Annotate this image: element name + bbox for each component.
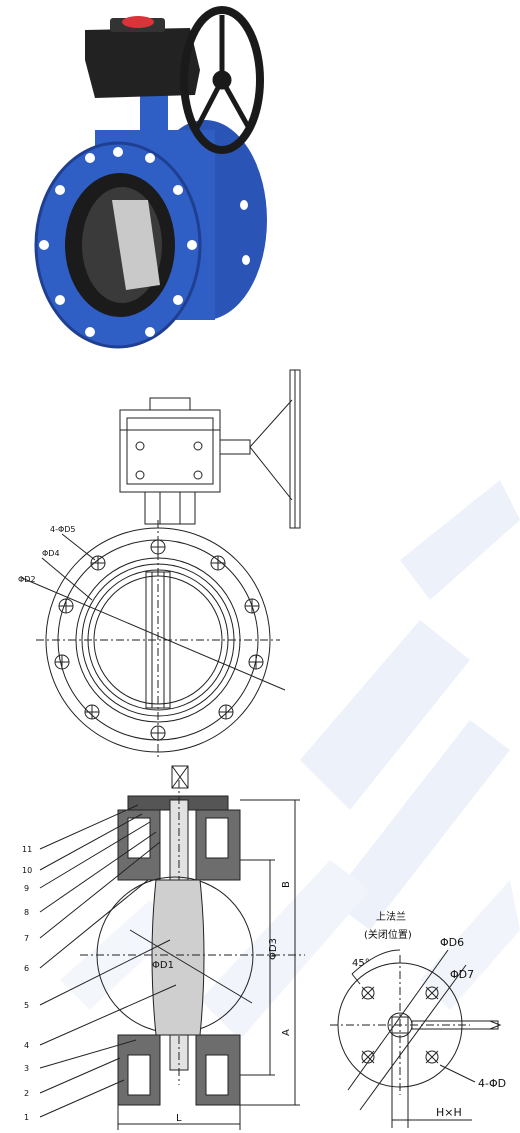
section-view-drawing (39, 765, 305, 1130)
handwheel-icon (180, 6, 264, 154)
label-bolt-holes-front: 4-ΦD5 (50, 525, 76, 534)
part-number: 8 (24, 908, 29, 917)
label-d6: ΦD6 (440, 936, 464, 949)
label-l: L (176, 1113, 182, 1124)
gearbox-outline (119, 409, 221, 493)
label-angle: 45° (352, 958, 370, 969)
part-number: 5 (24, 1001, 29, 1010)
valve-photo (34, 6, 267, 349)
part-number: 10 (22, 866, 32, 875)
flange-bolt-holes (39, 147, 250, 337)
part-number: 11 (22, 845, 32, 854)
top-flange-drawing (330, 949, 502, 1128)
label-d7: ΦD7 (450, 968, 474, 981)
label-d4: ΦD4 (42, 549, 60, 558)
part-number: 7 (24, 934, 29, 943)
part-number: 4 (24, 1041, 29, 1050)
valve-disc (112, 200, 160, 290)
part-number: 2 (24, 1089, 29, 1098)
part-number-labels: 11 10 9 8 7 6 5 4 3 2 1 (22, 845, 32, 1122)
label-d1: ΦD1 (152, 960, 174, 971)
top-flange-title: 上法兰 (376, 910, 406, 923)
label-b: B (281, 881, 292, 888)
watermark (60, 480, 520, 1040)
position-indicator-icon (122, 16, 154, 28)
part-number: 1 (24, 1113, 29, 1122)
label-d2: ΦD2 (18, 575, 36, 584)
gearbox-body (85, 28, 200, 98)
front-bolt-holes (54, 539, 264, 741)
front-view-drawing (21, 369, 301, 760)
label-bolts-top: 4-ΦD (478, 1077, 506, 1090)
part-number: 6 (24, 964, 29, 973)
label-a: A (281, 1029, 292, 1036)
part-number: 9 (24, 884, 29, 893)
label-d3: ΦD3 (268, 938, 279, 960)
part-number: 3 (24, 1064, 29, 1073)
stem-neck (140, 88, 168, 148)
label-hxh: H×H (436, 1106, 462, 1119)
top-flange-subtitle: (关闭位置) (364, 928, 412, 941)
